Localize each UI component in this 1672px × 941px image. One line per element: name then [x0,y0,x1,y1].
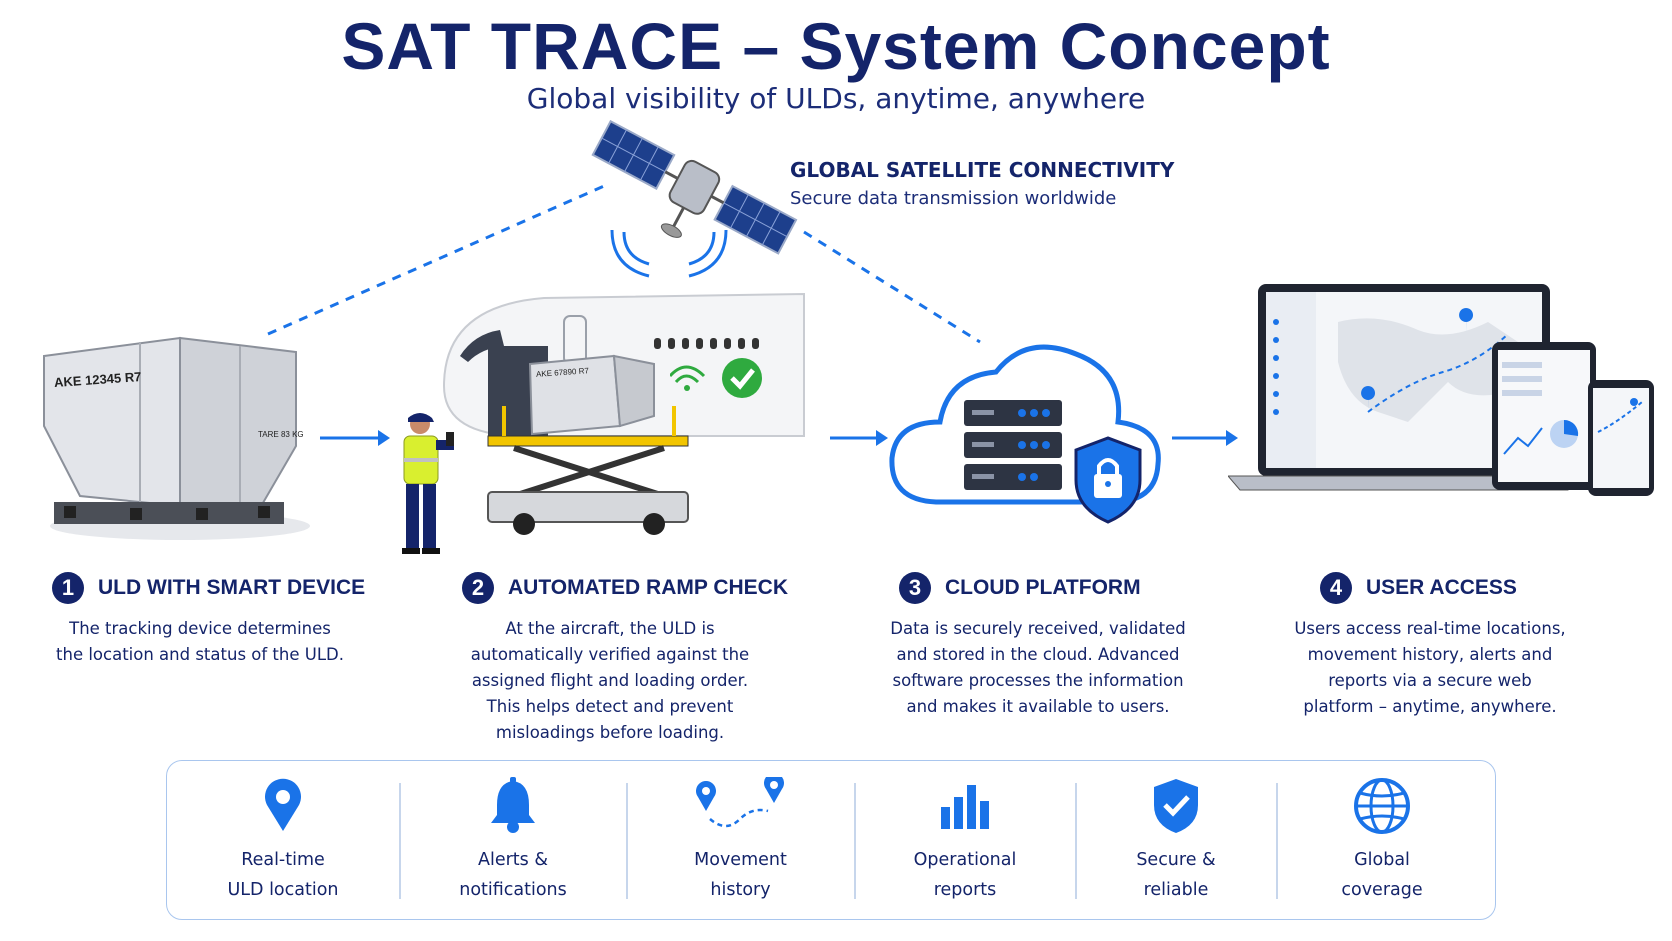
feature-label: Global coverage [1341,850,1423,900]
feature-realtime-location: Real-time ULD location [167,761,399,919]
feature-label: Secure & reliable [1136,850,1216,900]
uld-container-illustration: AKE 12345 R7 TARE 83 KG [40,326,310,546]
route-icon [695,777,784,828]
feature-label: Real-time ULD location [227,850,339,900]
ground-worker-icon [402,413,454,554]
step-number-badge: 1 [52,572,84,604]
verified-check-icon [670,358,762,398]
page-title: SAT TRACE – System Concept [341,9,1331,83]
step-1: 1 ULD WITH SMART DEVICE [52,572,382,604]
feature-label: Movement history [694,850,787,900]
globe-icon [1354,778,1410,834]
uld-tare-label: TARE 83 KG [258,430,304,439]
feature-alerts: Alerts & notifications [400,761,626,919]
security-lock-icon [1074,436,1142,524]
feature-divider [626,783,628,899]
server-stack-icon [964,400,1062,490]
feature-divider [1075,783,1077,899]
ramp-check-illustration: AKE 67890 R7 [402,286,824,566]
feature-bar: Real-time ULD location Alerts & notifica… [166,760,1496,920]
page-subtitle: Global visibility of ULDs, anytime, anyw… [526,82,1146,115]
location-pin-icon [265,778,301,831]
flow-arrow-1 [320,430,390,446]
feature-global: Global coverage [1277,761,1487,919]
feature-reports: Operational reports [855,761,1075,919]
step-number-badge: 3 [899,572,931,604]
feature-divider [399,783,401,899]
flow-arrow-2 [830,430,888,446]
user-devices-icon [1228,284,1654,496]
feature-label: Alerts & notifications [459,850,567,900]
feature-label: Operational reports [913,850,1017,900]
satellite-icon [591,120,798,255]
signal-waves-icon [610,229,728,278]
shield-check-icon [1154,779,1198,833]
smartphone-icon [1588,380,1654,496]
feature-divider [854,783,856,899]
uld-container-icon [43,336,310,540]
aircraft-loader-icon [442,292,805,535]
satellite-connectivity-subtitle: Secure data transmission worldwide [790,188,1117,209]
flow-arrow-3 [1172,430,1238,446]
step-3: 3 CLOUD PLATFORM [899,572,1199,604]
step-description: The tracking device determines the locat… [56,619,344,664]
step-number-badge: 2 [462,572,494,604]
step-title: AUTOMATED RAMP CHECK [508,576,789,599]
feature-secure: Secure & reliable [1076,761,1276,919]
feature-divider [1276,783,1278,899]
tablet-icon [1492,342,1596,490]
step-title: CLOUD PLATFORM [945,576,1141,599]
feature-movement-history: Movement history [627,761,854,919]
step-4: 4 USER ACCESS [1320,572,1580,604]
step-title: ULD WITH SMART DEVICE [98,576,366,599]
satellite-connectivity-title: GLOBAL SATELLITE CONNECTIVITY [790,158,1175,182]
bell-icon [491,777,535,833]
step-number-badge: 4 [1320,572,1352,604]
step-description: Users access real-time locations, moveme… [1294,619,1566,716]
step-description: At the aircraft, the ULD is automaticall… [470,619,750,742]
step-2: 2 AUTOMATED RAMP CHECK [462,572,802,604]
bar-chart-icon [941,785,989,829]
step-description: Data is securely received, validated and… [890,619,1186,716]
cloud-platform-icon [889,344,1161,524]
step-title: USER ACCESS [1366,576,1517,599]
